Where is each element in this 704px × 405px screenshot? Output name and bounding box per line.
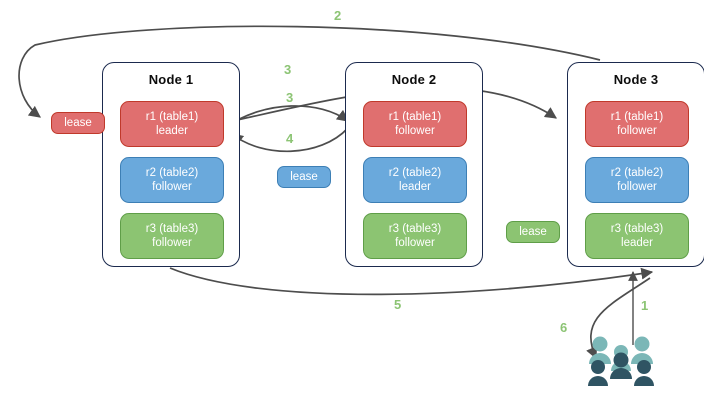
replica-role: leader <box>621 237 653 249</box>
replica-role: follower <box>395 125 435 137</box>
replica-r2[interactable]: r2 (table2) follower <box>120 157 224 203</box>
replica-name: r1 (table1) <box>145 111 199 123</box>
replica-r2[interactable]: r2 (table2) leader <box>363 157 467 203</box>
replica-role: follower <box>617 181 657 193</box>
node-title: Node 2 <box>391 72 437 87</box>
lease-label: lease <box>290 171 318 183</box>
replica-name: r2 (table2) <box>610 167 664 179</box>
replica-r1[interactable]: r1 (table1) follower <box>585 101 689 147</box>
step-label-3b: 3 <box>286 90 294 105</box>
replica-name: r2 (table2) <box>388 167 442 179</box>
edge-5 <box>169 267 654 296</box>
node-title: Node 3 <box>613 72 659 87</box>
replica-role: follower <box>152 181 192 193</box>
lease-label: lease <box>519 226 547 238</box>
replica-r3[interactable]: r3 (table3) follower <box>120 213 224 259</box>
lease-badge-r2[interactable]: lease <box>277 166 331 188</box>
replica-r3[interactable]: r3 (table3) follower <box>363 213 467 259</box>
replica-name: r1 (table1) <box>610 111 664 123</box>
step-label-6: 6 <box>560 320 568 335</box>
people-group-icon <box>588 336 654 386</box>
replica-role: follower <box>395 237 435 249</box>
replica-name: r3 (table3) <box>145 223 199 235</box>
lease-badge-r1[interactable]: lease <box>51 112 105 134</box>
step-label-4: 4 <box>286 131 294 146</box>
node-card-node2[interactable]: Node 2 r1 (table1) follower r2 (table2) … <box>345 62 483 267</box>
replica-name: r3 (table3) <box>610 223 664 235</box>
replica-role: follower <box>152 237 192 249</box>
edge-3-lower <box>225 105 349 128</box>
replica-role: leader <box>156 125 188 137</box>
replica-name: r1 (table1) <box>388 111 442 123</box>
replica-role: leader <box>399 181 431 193</box>
replica-name: r2 (table2) <box>145 167 199 179</box>
step-label-5: 5 <box>394 297 402 312</box>
node-card-node1[interactable]: Node 1 r1 (table1) leader r2 (table2) fo… <box>102 62 240 267</box>
replica-r1[interactable]: r1 (table1) follower <box>363 101 467 147</box>
step-label-1: 1 <box>641 298 649 313</box>
node-title: Node 1 <box>148 72 194 87</box>
node-card-node3[interactable]: Node 3 r1 (table1) follower r2 (table2) … <box>567 62 704 267</box>
replica-name: r3 (table3) <box>388 223 442 235</box>
step-label-3a: 3 <box>284 62 292 77</box>
lease-label: lease <box>64 117 92 129</box>
lease-badge-r3[interactable]: lease <box>506 221 560 243</box>
replica-role: follower <box>617 125 657 137</box>
step-label-2: 2 <box>334 8 342 23</box>
replica-r2[interactable]: r2 (table2) follower <box>585 157 689 203</box>
replica-r3[interactable]: r3 (table3) leader <box>585 213 689 259</box>
replica-r1[interactable]: r1 (table1) leader <box>120 101 224 147</box>
